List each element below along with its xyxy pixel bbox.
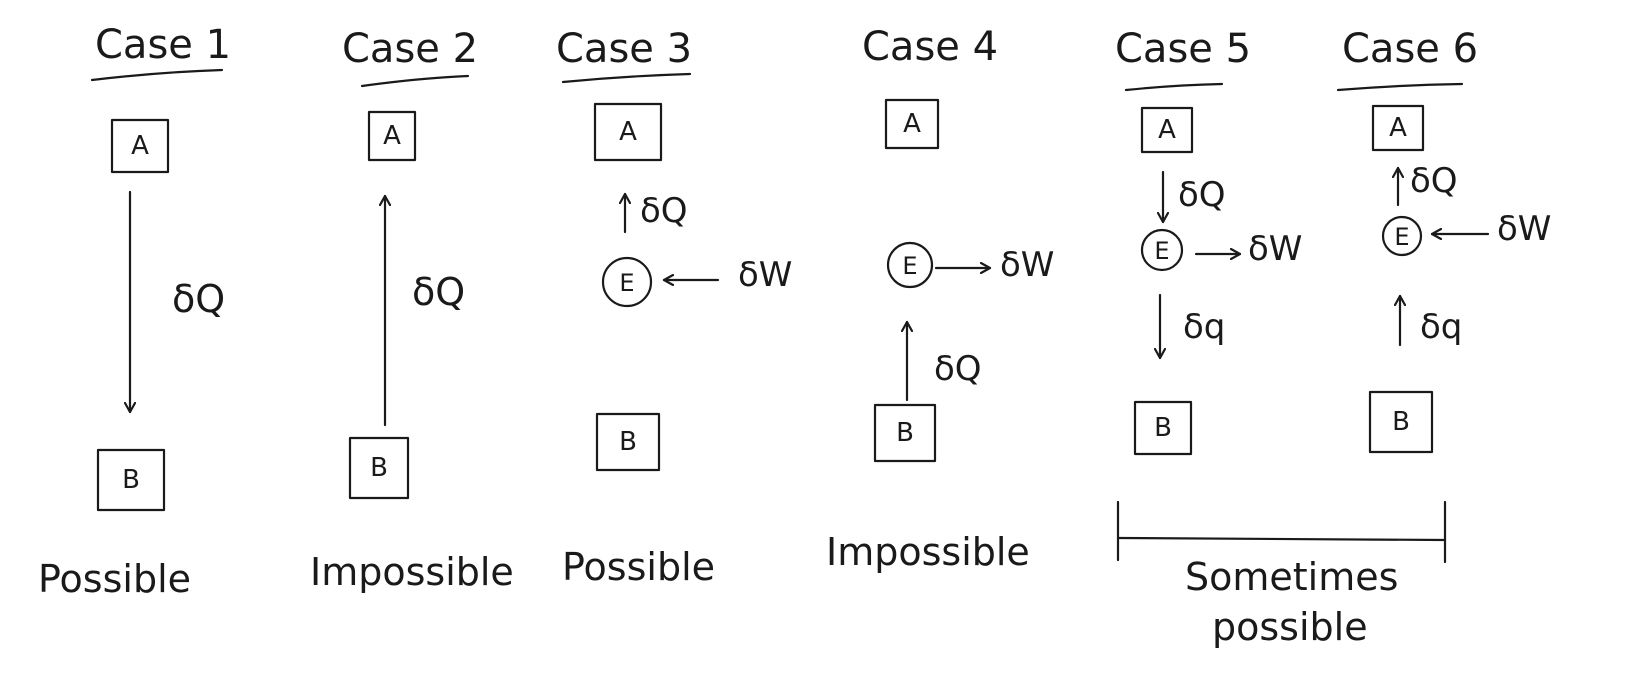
case-6-work-label: δW <box>1497 209 1551 249</box>
case-1-verdict: Possible <box>38 557 191 601</box>
case-6-box-b-label: B <box>1392 407 1410 437</box>
case-3-verdict: Possible <box>562 545 715 589</box>
case-3-box-a: A <box>593 102 663 162</box>
case-5: Case 5 A δQ E δW δq B <box>1115 26 1302 456</box>
case-3-work-label: δW <box>738 255 792 295</box>
case-4: Case 4 A E δW δQ B Impossible <box>826 24 1054 574</box>
case-5-title-underline <box>1124 82 1224 92</box>
case-5-box-b: B <box>1133 400 1193 456</box>
case-5-engine: E <box>1140 228 1184 272</box>
case-1-box-b: B <box>96 448 166 512</box>
case-6-box-a: A <box>1371 104 1425 152</box>
case-4-engine: E <box>886 241 934 289</box>
case-4-box-a-label: A <box>903 109 921 139</box>
case-2-title-underline <box>360 74 470 88</box>
case-5-heat-out-label: δq <box>1183 307 1225 347</box>
case-2: Case 2 A δQ B Impossible <box>310 26 514 594</box>
case-3-engine: E <box>601 256 653 308</box>
case-3-heat-label: δQ <box>640 191 688 231</box>
case-4-box-b-label: B <box>896 418 914 448</box>
case-1-box-b-label: B <box>122 465 140 495</box>
case-5-work-label: δW <box>1248 229 1302 269</box>
case-4-box-b: B <box>873 403 937 463</box>
case-3: Case 3 A δQ E δW B Possible <box>556 26 792 589</box>
case-5-heat-in-label: δQ <box>1178 175 1226 215</box>
case-1: Case 1 A δQ B Possible <box>38 22 231 601</box>
case-1-title: Case 1 <box>95 22 231 68</box>
case-3-box-a-label: A <box>619 117 637 147</box>
case-5-box-b-label: B <box>1154 413 1172 443</box>
case-3-box-b: B <box>595 412 661 472</box>
case-6-engine: E <box>1381 215 1423 257</box>
case-6: Case 6 A δQ E δW δq B <box>1336 26 1551 454</box>
case-2-heat-label: δQ <box>412 270 465 314</box>
case-5-title: Case 5 <box>1115 26 1251 72</box>
case-1-title-underline <box>90 68 224 82</box>
case-4-verdict: Impossible <box>826 530 1030 574</box>
group-verdict-line2: possible <box>1212 605 1368 649</box>
case-2-box-b: B <box>348 436 410 500</box>
case-4-heat-label: δQ <box>934 349 982 389</box>
case-4-title: Case 4 <box>862 24 998 70</box>
case-6-box-b: B <box>1368 390 1434 454</box>
case-5-box-a: A <box>1140 106 1194 154</box>
case-1-box-a: A <box>110 118 170 174</box>
case-2-box-a-label: A <box>383 121 401 151</box>
case-2-verdict: Impossible <box>310 550 514 594</box>
case-5-engine-label: E <box>1154 237 1169 265</box>
case-1-box-a-label: A <box>131 131 149 161</box>
case-3-title-underline <box>561 72 692 84</box>
case-2-title: Case 2 <box>342 26 478 72</box>
case-4-work-label: δW <box>1000 245 1054 285</box>
case-2-box-b-label: B <box>370 453 388 483</box>
case-6-box-a-label: A <box>1389 113 1407 143</box>
cases-5-6-bracket <box>1116 500 1447 564</box>
group-verdict-line1: Sometimes <box>1185 555 1398 599</box>
case-6-heat-in-label: δq <box>1420 307 1462 347</box>
case-3-engine-label: E <box>619 269 634 297</box>
case-2-box-a: A <box>367 110 417 162</box>
case-6-title: Case 6 <box>1342 26 1478 72</box>
case-4-box-a: A <box>884 98 940 150</box>
case-3-title: Case 3 <box>556 26 692 72</box>
case-6-heat-out-label: δQ <box>1410 161 1458 201</box>
case-6-engine-label: E <box>1394 223 1409 251</box>
case-5-box-a-label: A <box>1158 115 1176 145</box>
case-6-title-underline <box>1336 82 1464 92</box>
case-1-heat-label: δQ <box>172 277 225 321</box>
case-4-engine-label: E <box>902 252 917 280</box>
case-3-box-b-label: B <box>619 427 637 457</box>
